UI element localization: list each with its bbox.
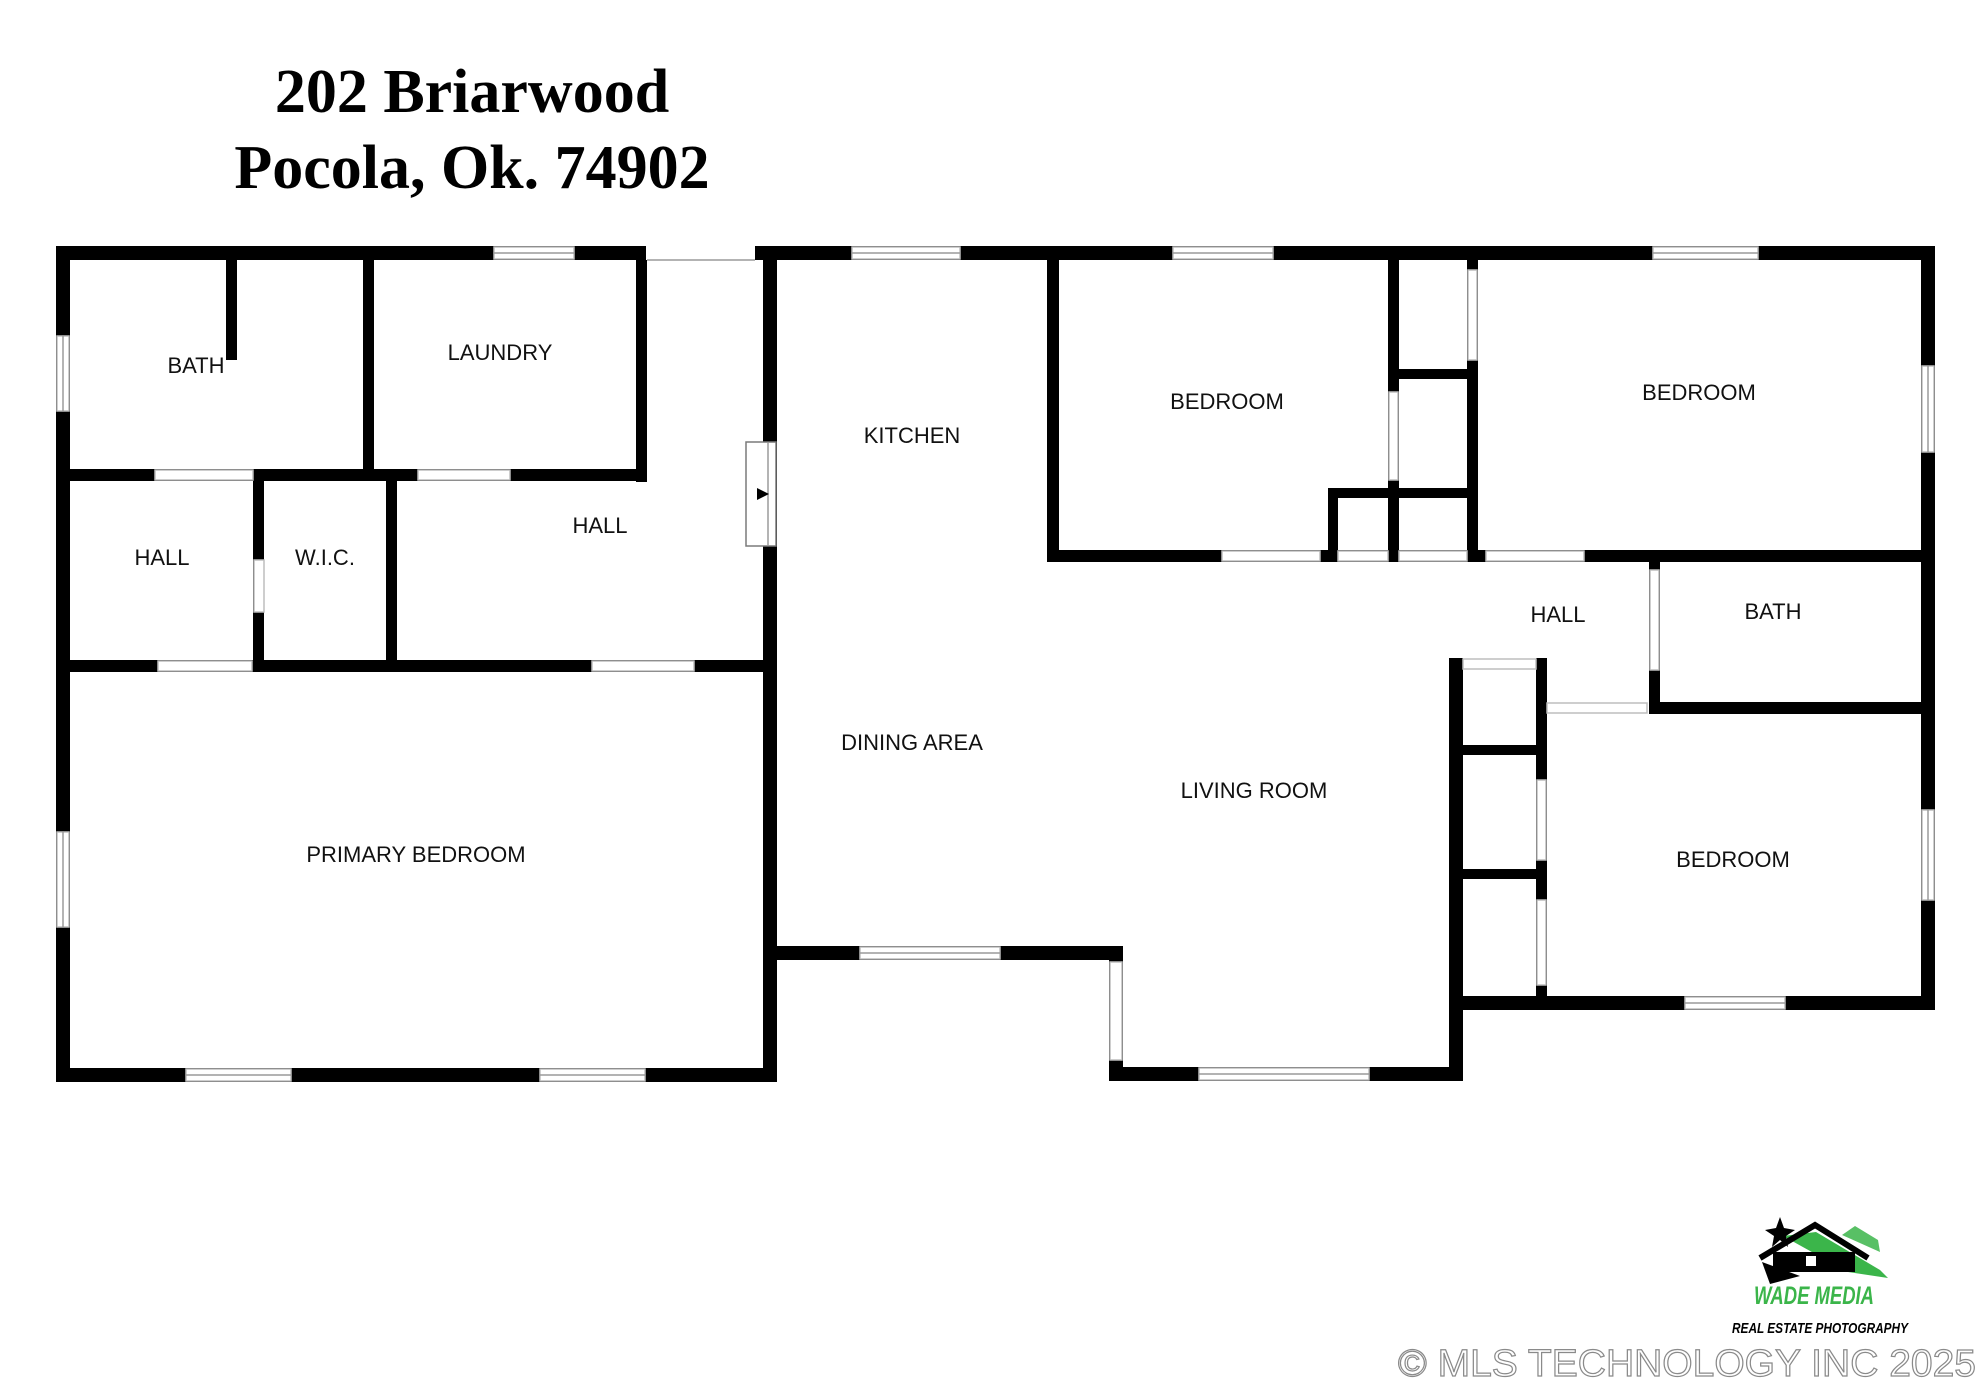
door-opening (157, 660, 253, 672)
room-label-bedroom: BEDROOM (1642, 380, 1756, 405)
wall (1328, 488, 1478, 498)
wall (226, 260, 237, 360)
room-label-hall: HALL (134, 545, 189, 570)
wall (1449, 745, 1547, 755)
door-opening (1485, 550, 1585, 562)
door-opening (1388, 391, 1399, 481)
door-opening (1109, 961, 1123, 1061)
wall (1449, 869, 1547, 879)
address-line-1: 202 Briarwood (275, 58, 669, 126)
room-label-hall: HALL (1530, 602, 1585, 627)
openings (56, 246, 1935, 1082)
wall (363, 260, 374, 472)
room-label-bedroom: BEDROOM (1676, 847, 1790, 872)
wall (1449, 996, 1463, 1081)
room-label-primary-bedroom: PRIMARY BEDROOM (306, 842, 525, 867)
door-opening (1337, 550, 1389, 562)
room-label-dining-area: DINING AREA (841, 730, 983, 755)
room-label-bedroom: BEDROOM (1170, 389, 1284, 414)
room-label-living-room: LIVING ROOM (1181, 778, 1328, 803)
brand-name: WADE MEDIA (1754, 1282, 1874, 1310)
door-opening (1546, 702, 1648, 714)
door-opening (1536, 899, 1547, 986)
copyright-watermark: © MLS TECHNOLOGY INC 2025 (1398, 1343, 1976, 1385)
wall (56, 1068, 777, 1082)
wall (1449, 658, 1463, 1010)
wall (1649, 702, 1935, 714)
side-door (745, 441, 777, 547)
room-label-hall: HALL (572, 513, 627, 538)
wall (1467, 260, 1478, 562)
wall (1393, 369, 1473, 379)
door-opening (1467, 269, 1478, 361)
door-opening (1649, 569, 1660, 671)
wade-media-logo: WADE MEDIA REAL ESTATE PHOTOGRAPHY (1732, 1217, 1910, 1337)
arrow-icon (757, 488, 769, 500)
door-opening (1221, 550, 1321, 562)
wall (386, 475, 397, 666)
door-opening (1462, 658, 1537, 670)
room-labels: BATH LAUNDRY KITCHEN BEDROOM BEDROOM HAL… (134, 340, 1801, 872)
door-opening (417, 469, 511, 481)
door-opening (1536, 779, 1547, 861)
room-label-kitchen: KITCHEN (864, 423, 961, 448)
wall (1047, 260, 1059, 562)
wall (1328, 488, 1338, 562)
door-opening (154, 469, 254, 481)
room-label-bath: BATH (167, 353, 224, 378)
room-label-laundry: LAUNDRY (448, 340, 553, 365)
door-opening (591, 660, 695, 672)
room-label-bath: BATH (1744, 599, 1801, 624)
wall (636, 260, 647, 482)
wall (755, 246, 1935, 260)
wall (70, 469, 593, 481)
house-star-logo-icon (1758, 1217, 1888, 1284)
brand-tagline: REAL ESTATE PHOTOGRAPHY (1732, 1320, 1910, 1337)
door-opening (253, 559, 265, 613)
entry-opening (647, 247, 755, 259)
room-label-wic: W.I.C. (295, 545, 355, 570)
door-opening (1398, 550, 1468, 562)
address-line-2: Pocola, Ok. 74902 (234, 134, 709, 202)
